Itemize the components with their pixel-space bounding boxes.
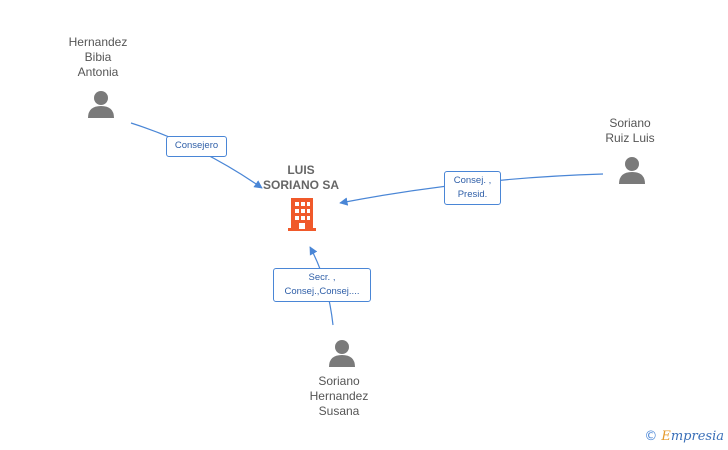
brand-initial: E bbox=[661, 429, 671, 444]
building-icon[interactable] bbox=[288, 198, 316, 231]
brand-name: mpresia bbox=[670, 429, 724, 444]
empresia-watermark: ©Empresia bbox=[644, 429, 724, 444]
copyright-icon: © bbox=[644, 429, 658, 444]
edge-label-soriano-ruiz: Consej. , Presid. bbox=[444, 171, 501, 205]
person-icon[interactable] bbox=[329, 340, 355, 367]
person-name-soriano-hernandez[interactable]: Soriano Hernandez Susana bbox=[309, 374, 369, 418]
person-name-soriano-ruiz[interactable]: Soriano Ruiz Luis bbox=[605, 116, 655, 145]
edge-label-soriano-hernandez: Secr. , Consej.,Consej.... bbox=[273, 268, 371, 302]
edge-label-text: Consejero bbox=[174, 140, 219, 151]
edge-label-text: Consej. , Presid. bbox=[453, 175, 492, 200]
edge-label-hernandez-bibia: Consejero bbox=[166, 136, 227, 157]
person-name-hernandez-bibia[interactable]: Hernandez Bibia Antonia bbox=[68, 35, 128, 79]
edge-label-text: Secr. , Consej.,Consej.... bbox=[284, 272, 360, 297]
person-icon[interactable] bbox=[619, 157, 645, 184]
company-name[interactable]: LUIS SORIANO SA bbox=[262, 163, 339, 192]
person-icon[interactable] bbox=[88, 91, 114, 118]
